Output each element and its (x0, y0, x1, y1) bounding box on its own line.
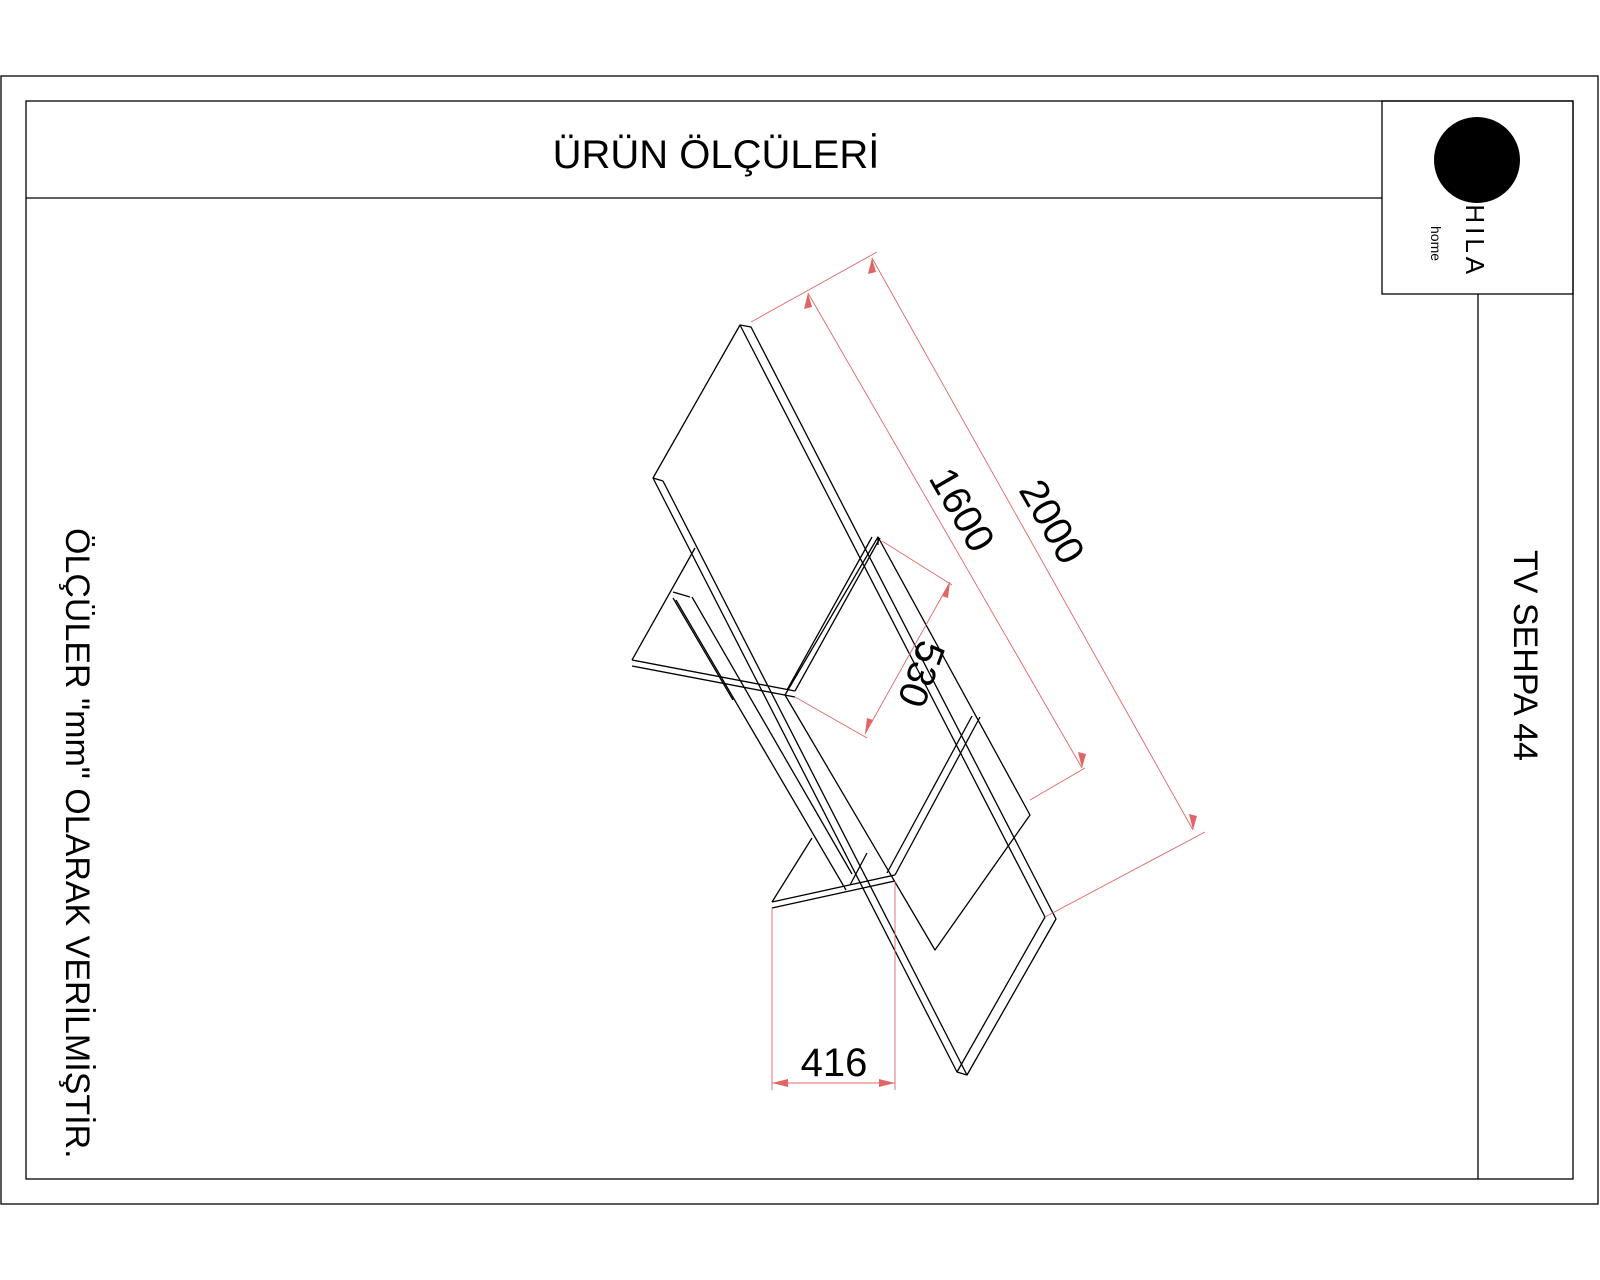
product-name: TV SEHPA 44 (1506, 550, 1544, 761)
tv-stand-drawing (631, 324, 1057, 1076)
top-board-edge (739, 324, 1057, 1076)
dim-1600-extension-bottom (1029, 767, 1086, 801)
top-board-front-edge (662, 480, 968, 1076)
logo-tagline-text: home (1428, 226, 1444, 261)
dim-label-2000: 2000 (1010, 473, 1093, 572)
dim-530-arrow-top (942, 582, 950, 598)
sheet-title: ÜRÜN ÖLÇÜLERİ (553, 132, 880, 177)
middle-shelf (784, 536, 1031, 951)
left-frame-leg (631, 547, 696, 661)
right-frame (771, 715, 981, 909)
left-frame-bottom-rail (675, 599, 847, 891)
dim-label-416: 416 (801, 1041, 868, 1085)
dim-530-arrow-bottom (865, 718, 873, 734)
top-board (652, 324, 1046, 1073)
dim-2000-arrow-bottom (1189, 814, 1197, 830)
left-frame (631, 536, 881, 891)
left-frame-front-leg (794, 537, 881, 692)
dim-label-1600: 1600 (920, 461, 1003, 560)
units-note: ÖLÇÜLER "mm" OLARAK VERİLMİŞTİR. (58, 528, 96, 1159)
inner-frame (25, 100, 1574, 1180)
right-frame-brace (849, 852, 868, 886)
left-frame-base-inner (631, 665, 796, 698)
dim-2000-line (871, 257, 1194, 831)
dim-1600-arrow-top (804, 293, 812, 309)
dim-2000-extension-top (750, 251, 878, 323)
left-frame-front-leg-inner (786, 536, 873, 691)
dim-416-arrow-right (879, 1079, 895, 1087)
dimension-lines: 2000 1600 530 416 (750, 251, 1206, 1090)
left-frame-rail (672, 591, 691, 598)
left-frame-base (631, 659, 796, 692)
left-frame-brace (672, 597, 734, 701)
right-frame-front-leg-inner (886, 715, 973, 874)
brand-logo: SHILA home (1428, 117, 1520, 278)
logo-brand-text: SHILA (1460, 183, 1490, 278)
dim-530-extension-top (881, 540, 953, 586)
outer-frame (0, 75, 1599, 1205)
dim-1600-line (807, 292, 1083, 769)
right-frame-base-inner (771, 880, 896, 909)
left-frame-top-rail (691, 596, 853, 875)
dim-530-line (864, 581, 951, 735)
right-frame-leg (771, 837, 813, 903)
dim-1600-arrow-bottom (1078, 752, 1086, 768)
top-board-front-thickness (652, 477, 664, 482)
dim-530-extension-bottom (794, 696, 868, 739)
right-frame-front-leg (894, 716, 981, 876)
dim-416-arrow-left (772, 1079, 788, 1087)
logo-circle (1434, 117, 1520, 203)
dim-2000-arrow-top (868, 258, 876, 274)
right-frame-base (771, 874, 896, 903)
dim-2000-extension-bottom (1044, 831, 1206, 918)
